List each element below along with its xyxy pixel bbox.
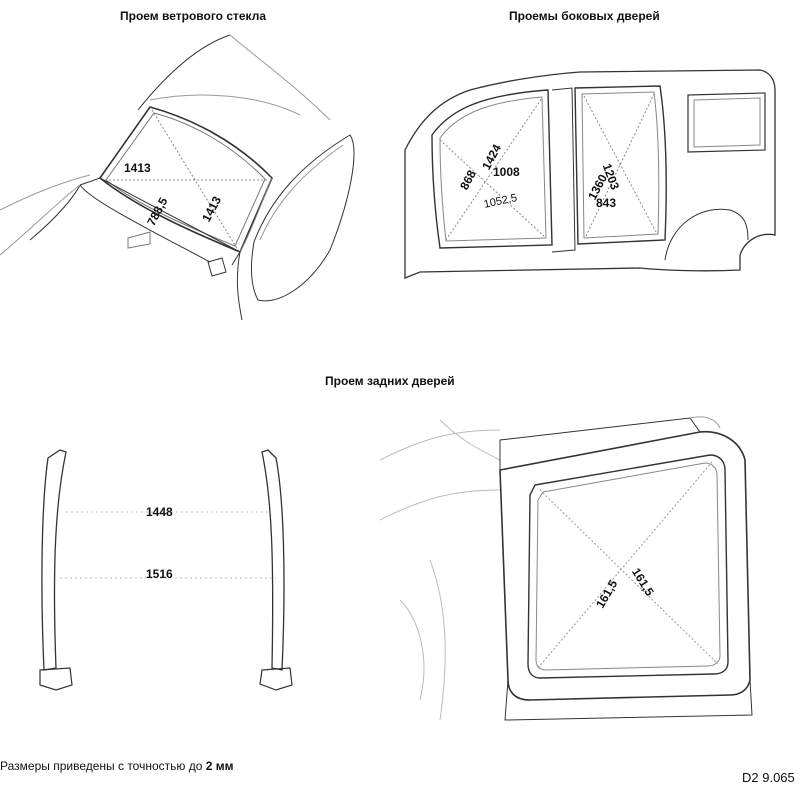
side-doors-drawing [404,69,776,279]
title-windshield: Проем ветрового стекла [120,9,267,23]
precision-note: Размеры приведены с точностью до 2 мм [0,759,234,773]
rear-opening-top-width: 1448 [146,505,173,519]
windshield-dim-width: 1413 [124,161,151,175]
rear-opening-drawing [379,416,753,721]
title-rear-doors: Проем задних дверей [325,374,455,388]
precision-note-value: 2 мм [205,759,234,773]
windshield-drawing [0,34,355,321]
precision-note-text: Размеры приведены с точностью до [0,759,206,773]
figure-code: D2 9.065 [742,770,795,785]
rear-opening-bottom-width: 1516 [146,567,173,581]
title-side-doors: Проемы боковых дверей [509,9,660,23]
front-door-dim-1008: 1008 [493,165,520,179]
rear-door-dim-843: 843 [596,196,617,210]
rear-pillars-drawing [39,449,293,691]
